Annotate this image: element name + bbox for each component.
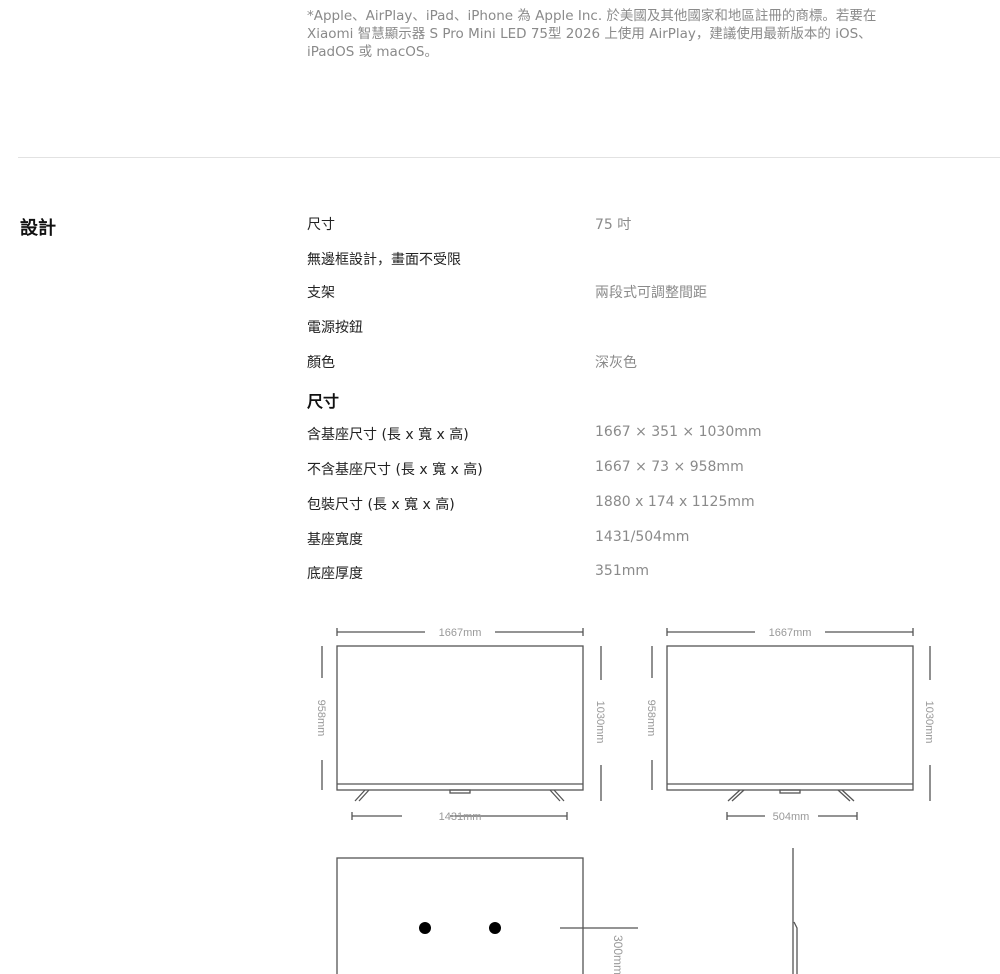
section-title-design: 設計 <box>20 218 56 239</box>
total-height-label: 1030mm <box>923 701 935 744</box>
spec-label: 不含基座尺寸 (長 x 寬 x 高) <box>307 462 483 478</box>
front-view-wide-stand: 1667mm 958mm 1030mm 1431mm <box>315 627 606 823</box>
spec-row: 底座厚度 351mm <box>307 563 967 583</box>
spec-row: 電源按鈕 <box>307 317 967 337</box>
spec-label: 尺寸 <box>307 217 335 233</box>
back-view-vesa: 300mm <box>336 857 638 974</box>
stand-wide-label: 1431mm <box>439 811 482 823</box>
spec-label: 電源按鈕 <box>307 320 363 336</box>
spec-value: 75 吋 <box>595 217 632 233</box>
vesa-label: 300mm <box>611 935 625 974</box>
section-divider <box>18 157 1000 158</box>
spec-row: 支架 兩段式可調整間距 <box>307 282 967 302</box>
spec-row: 基座寬度 1431/504mm <box>307 529 967 549</box>
spec-row: 含基座尺寸 (長 x 寬 x 高) 1667 × 351 × 1030mm <box>307 424 967 444</box>
screen-height-label: 958mm <box>315 700 327 737</box>
front-view-narrow-stand: 1667mm 958mm 1030mm 504mm <box>645 627 935 823</box>
width-label: 1667mm <box>769 627 812 639</box>
width-label: 1667mm <box>439 627 482 639</box>
airplay-footnote: *Apple、AirPlay、iPad、iPhone 為 Apple Inc. … <box>307 8 877 60</box>
spec-label: 底座厚度 <box>307 566 363 582</box>
stand-narrow-label: 504mm <box>773 811 810 823</box>
spec-row: 尺寸 75 吋 <box>307 214 967 234</box>
spec-row: 顏色 深灰色 <box>307 352 967 372</box>
spec-value: 1667 × 351 × 1030mm <box>595 424 762 440</box>
spec-value: 兩段式可調整間距 <box>595 285 707 301</box>
spec-row: 無邊框設計，畫面不受限 <box>307 249 967 269</box>
spec-label: 顏色 <box>307 355 335 371</box>
spec-subheading: 尺寸 <box>307 388 967 411</box>
spec-label: 無邊框設計，畫面不受限 <box>307 252 461 268</box>
spec-value: 深灰色 <box>595 355 637 371</box>
side-profile <box>792 848 798 974</box>
spec-label: 包裝尺寸 (長 x 寬 x 高) <box>307 497 455 513</box>
spec-value: 1431/504mm <box>595 529 690 545</box>
screen-height-label: 958mm <box>645 700 657 737</box>
spec-value: 1880 x 174 x 1125mm <box>595 494 755 510</box>
spec-label: 含基座尺寸 (長 x 寬 x 高) <box>307 427 469 443</box>
spec-value: 351mm <box>595 563 649 579</box>
spec-row: 不含基座尺寸 (長 x 寬 x 高) 1667 × 73 × 958mm <box>307 459 967 479</box>
spec-value: 1667 × 73 × 958mm <box>595 459 744 475</box>
total-height-label: 1030mm <box>594 701 606 744</box>
spec-label: 基座寬度 <box>307 532 363 548</box>
spec-label: 支架 <box>307 285 335 301</box>
spec-label: 尺寸 <box>307 392 340 411</box>
spec-row: 包裝尺寸 (長 x 寬 x 高) 1880 x 174 x 1125mm <box>307 494 967 514</box>
